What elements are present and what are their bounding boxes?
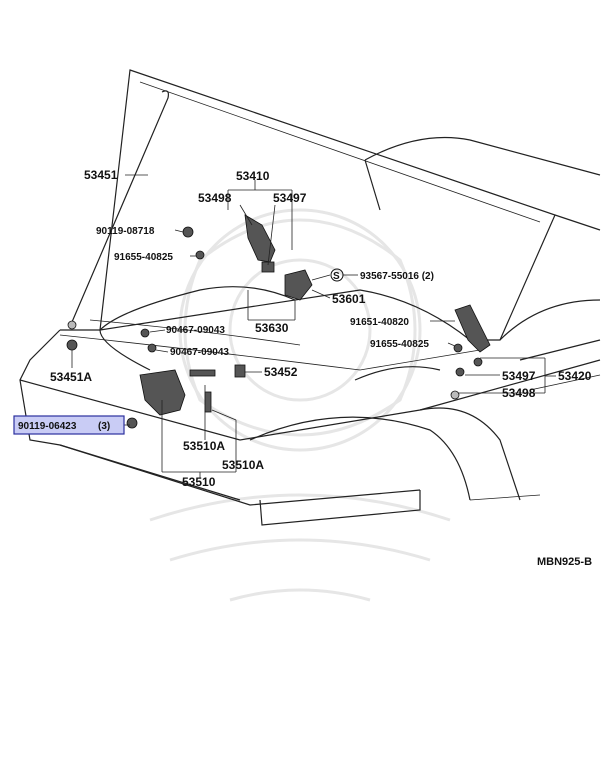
label-53420: 53420: [558, 369, 592, 383]
hood-hinge-right: [450, 304, 491, 400]
label-90119-08718: 90119-08718: [96, 226, 155, 237]
label-53451A: 53451A: [50, 370, 92, 384]
label-90467-09043-a: 90467-09043: [166, 325, 225, 336]
drawing-code: MBN925-B: [537, 556, 592, 568]
label-90467-09043-b: 90467-09043: [170, 347, 229, 358]
label-90119-06423: 90119-06423: [18, 421, 77, 432]
hood-support-rod: [67, 90, 169, 330]
label-53498-right: 53498: [502, 386, 536, 400]
label-53410: 53410: [236, 169, 270, 183]
label-53452: 53452: [264, 365, 298, 379]
highlighted-part-90119-06423[interactable]: 90119-06423 (3): [13, 415, 125, 435]
label-53601: 53601: [332, 292, 366, 306]
label-53497-right: 53497: [502, 369, 536, 383]
car-body-outline: [19, 69, 601, 526]
hood-hinge-center: [182, 214, 313, 301]
watermark-emblem: [149, 208, 451, 602]
label-53497-top: 53497: [273, 191, 307, 205]
label-91651-40820: 91651-40820: [350, 317, 409, 328]
label-53498-top: 53498: [198, 191, 232, 205]
label-90119-06423-qty: (3): [98, 421, 110, 432]
label-53451: 53451: [84, 168, 118, 182]
s-marker-text: S: [333, 271, 340, 282]
label-53630: 53630: [255, 321, 289, 335]
label-53510A-b: 53510A: [222, 458, 264, 472]
leader-lines: [71, 174, 556, 478]
release-cable: [99, 286, 296, 371]
label-91655-40825-right: 91655-40825: [370, 339, 429, 350]
label-53510A-a: 53510A: [183, 439, 225, 453]
s-marker: S: [330, 268, 344, 282]
label-91655-40825-left: 91655-40825: [114, 252, 173, 263]
hood-lock-assembly: [66, 328, 246, 429]
label-53510: 53510: [182, 475, 216, 489]
label-93567-55016: 93567-55016 (2): [360, 271, 434, 282]
